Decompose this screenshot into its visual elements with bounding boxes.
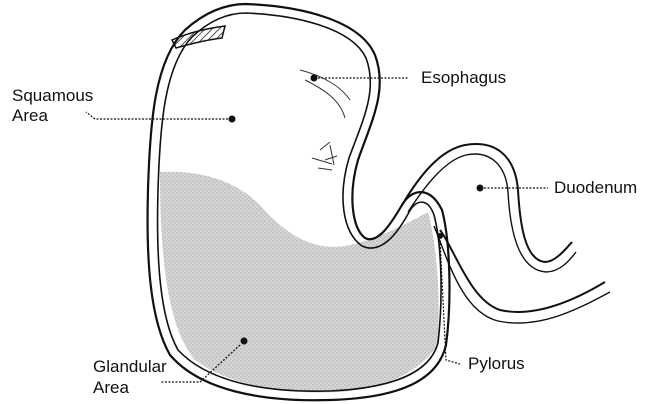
duodenum-tube-lower <box>440 230 605 312</box>
esophagus-label: Esophagus <box>421 68 506 87</box>
esophagus-dot <box>311 75 318 82</box>
squamous-dot <box>229 116 236 123</box>
glandular-region <box>160 172 439 393</box>
glandular-label-line2: Area <box>93 378 129 397</box>
squamous-label-line1: Squamous <box>12 86 93 105</box>
glandular-dot <box>241 338 248 345</box>
squamous-label-line2: Area <box>12 106 48 125</box>
rugae-marks <box>300 70 350 170</box>
glandular-label-line1: Glandular <box>93 357 167 376</box>
pylorus-label: Pylorus <box>468 354 525 373</box>
duodenum-label: Duodenum <box>554 178 637 197</box>
duodenum-tube-lower-inner <box>434 226 610 323</box>
duodenum-dot <box>477 185 484 192</box>
pylorus-dot <box>437 233 443 239</box>
